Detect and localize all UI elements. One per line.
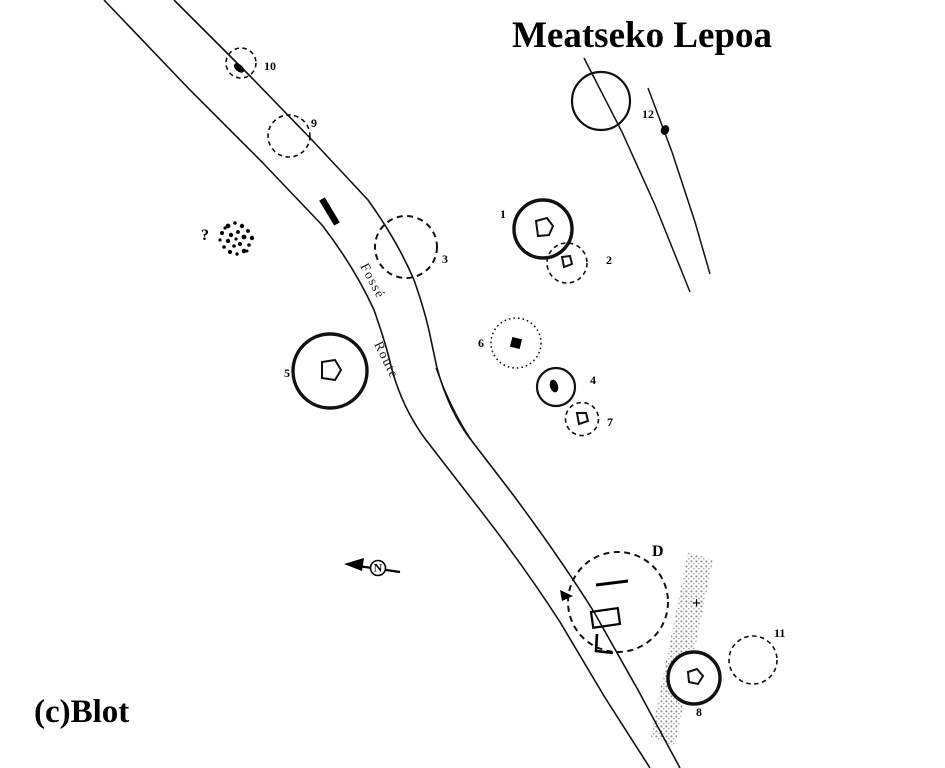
north-arrow-label: N	[374, 561, 383, 575]
ditch-tick-mark	[319, 197, 340, 226]
monument-circle-1	[512, 198, 574, 260]
dolmen-slab-top	[595, 579, 629, 587]
dolmen-letter-label: D	[652, 543, 664, 560]
monument-label-7: 7	[607, 415, 613, 429]
monument-1-cist	[534, 216, 555, 238]
monument-circle-dolmen	[567, 551, 669, 653]
monument-label-2: 2	[606, 253, 612, 267]
monument-6-slab	[509, 336, 523, 350]
attribution: (c)Blot	[34, 694, 129, 730]
monument-4-slab	[549, 379, 559, 393]
monument-7-cist	[575, 412, 590, 426]
dolmen-chamber	[589, 606, 622, 629]
monument-label-3: 3	[442, 252, 448, 266]
north-arrow: N	[344, 558, 401, 577]
cross-mark: +	[692, 595, 701, 612]
monument-5-cist	[321, 358, 343, 382]
monument-circle-7	[564, 401, 600, 437]
monument-circle-9	[267, 114, 311, 158]
north-arrow-head	[344, 558, 364, 571]
trail-line-east	[647, 87, 711, 275]
monument-circle-8	[666, 650, 722, 706]
monument-circle-6	[490, 317, 542, 369]
road-inner-edge-line	[435, 367, 509, 489]
monument-10-blob	[233, 63, 245, 73]
monument-2-cist	[560, 254, 574, 269]
monument-circle-4	[535, 366, 577, 408]
monument-circle-2	[546, 242, 588, 284]
monument-label-5: 5	[284, 366, 290, 380]
question-mark: ?	[201, 227, 209, 244]
north-arrow-circle	[369, 559, 387, 577]
monument-label-6: 6	[478, 336, 484, 350]
monument-label-9: 9	[311, 116, 317, 130]
monument-label-8: 8	[696, 705, 702, 719]
hatched-band	[651, 552, 713, 746]
map-title: Meatseko Lepoa	[512, 15, 772, 56]
dolmen-slab-bottom	[594, 633, 614, 655]
dolmen-pointer-mark	[560, 590, 573, 601]
road-edge-line	[173, 0, 681, 768]
monument-circle-10	[225, 47, 257, 79]
monument-label-4: 4	[590, 373, 596, 387]
monument-circle-12	[570, 70, 632, 132]
monument-label-1: 1	[500, 207, 506, 221]
monument-label-10: 10	[264, 59, 276, 73]
monument-label-11: 11	[774, 626, 785, 640]
monument-circle-3	[374, 215, 438, 279]
trail-dot-mark	[660, 125, 670, 135]
trail-line-west	[583, 57, 691, 293]
ditch-line	[103, 0, 651, 768]
monument-8-cist	[686, 667, 705, 686]
monument-circle-5	[291, 332, 369, 410]
monument-circle-11	[728, 635, 778, 685]
ditch-label: Fossé	[357, 260, 388, 301]
road-label: Route	[371, 339, 402, 381]
stone-scatter-cluster	[218, 221, 255, 256]
monument-label-12: 12	[642, 107, 654, 121]
